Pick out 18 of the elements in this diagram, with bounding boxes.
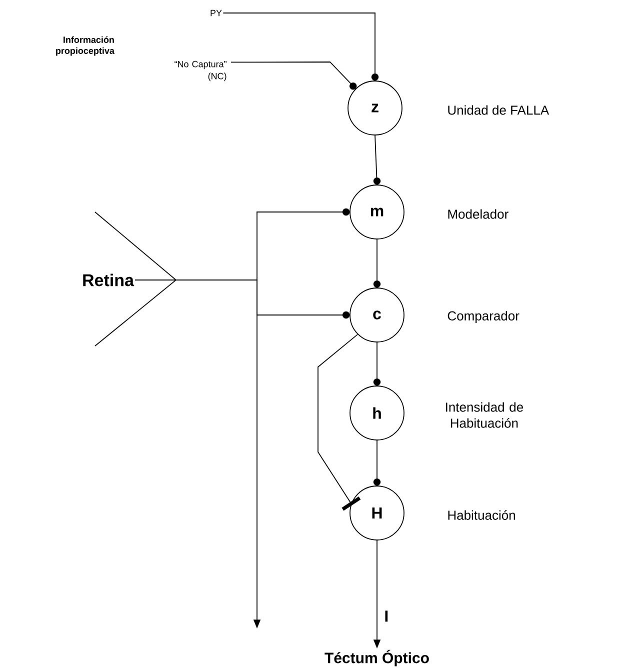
- unit-label: Comparador: [448, 310, 520, 324]
- signal-label: “No Captura” (NC): [174, 60, 226, 82]
- connector: [222, 12, 379, 81]
- edge-label: I: [385, 610, 388, 622]
- side-label: Información propioceptiva: [56, 36, 115, 56]
- connector: [373, 440, 381, 486]
- signal-label: Retina: [83, 274, 134, 286]
- unit-label: Unidad de FALLA: [448, 105, 550, 115]
- unit-label: Modelador: [448, 209, 508, 219]
- unit-label: Intensidad de Habituación: [446, 402, 523, 428]
- connector: [318, 334, 361, 511]
- signal-label: PY: [210, 10, 222, 16]
- signal-label: Téctum Óptico: [324, 650, 429, 666]
- unit-label: Habituación: [448, 510, 515, 520]
- connector: [373, 342, 381, 386]
- connector: [373, 135, 381, 185]
- connector: [373, 239, 381, 288]
- connector: [230, 62, 357, 90]
